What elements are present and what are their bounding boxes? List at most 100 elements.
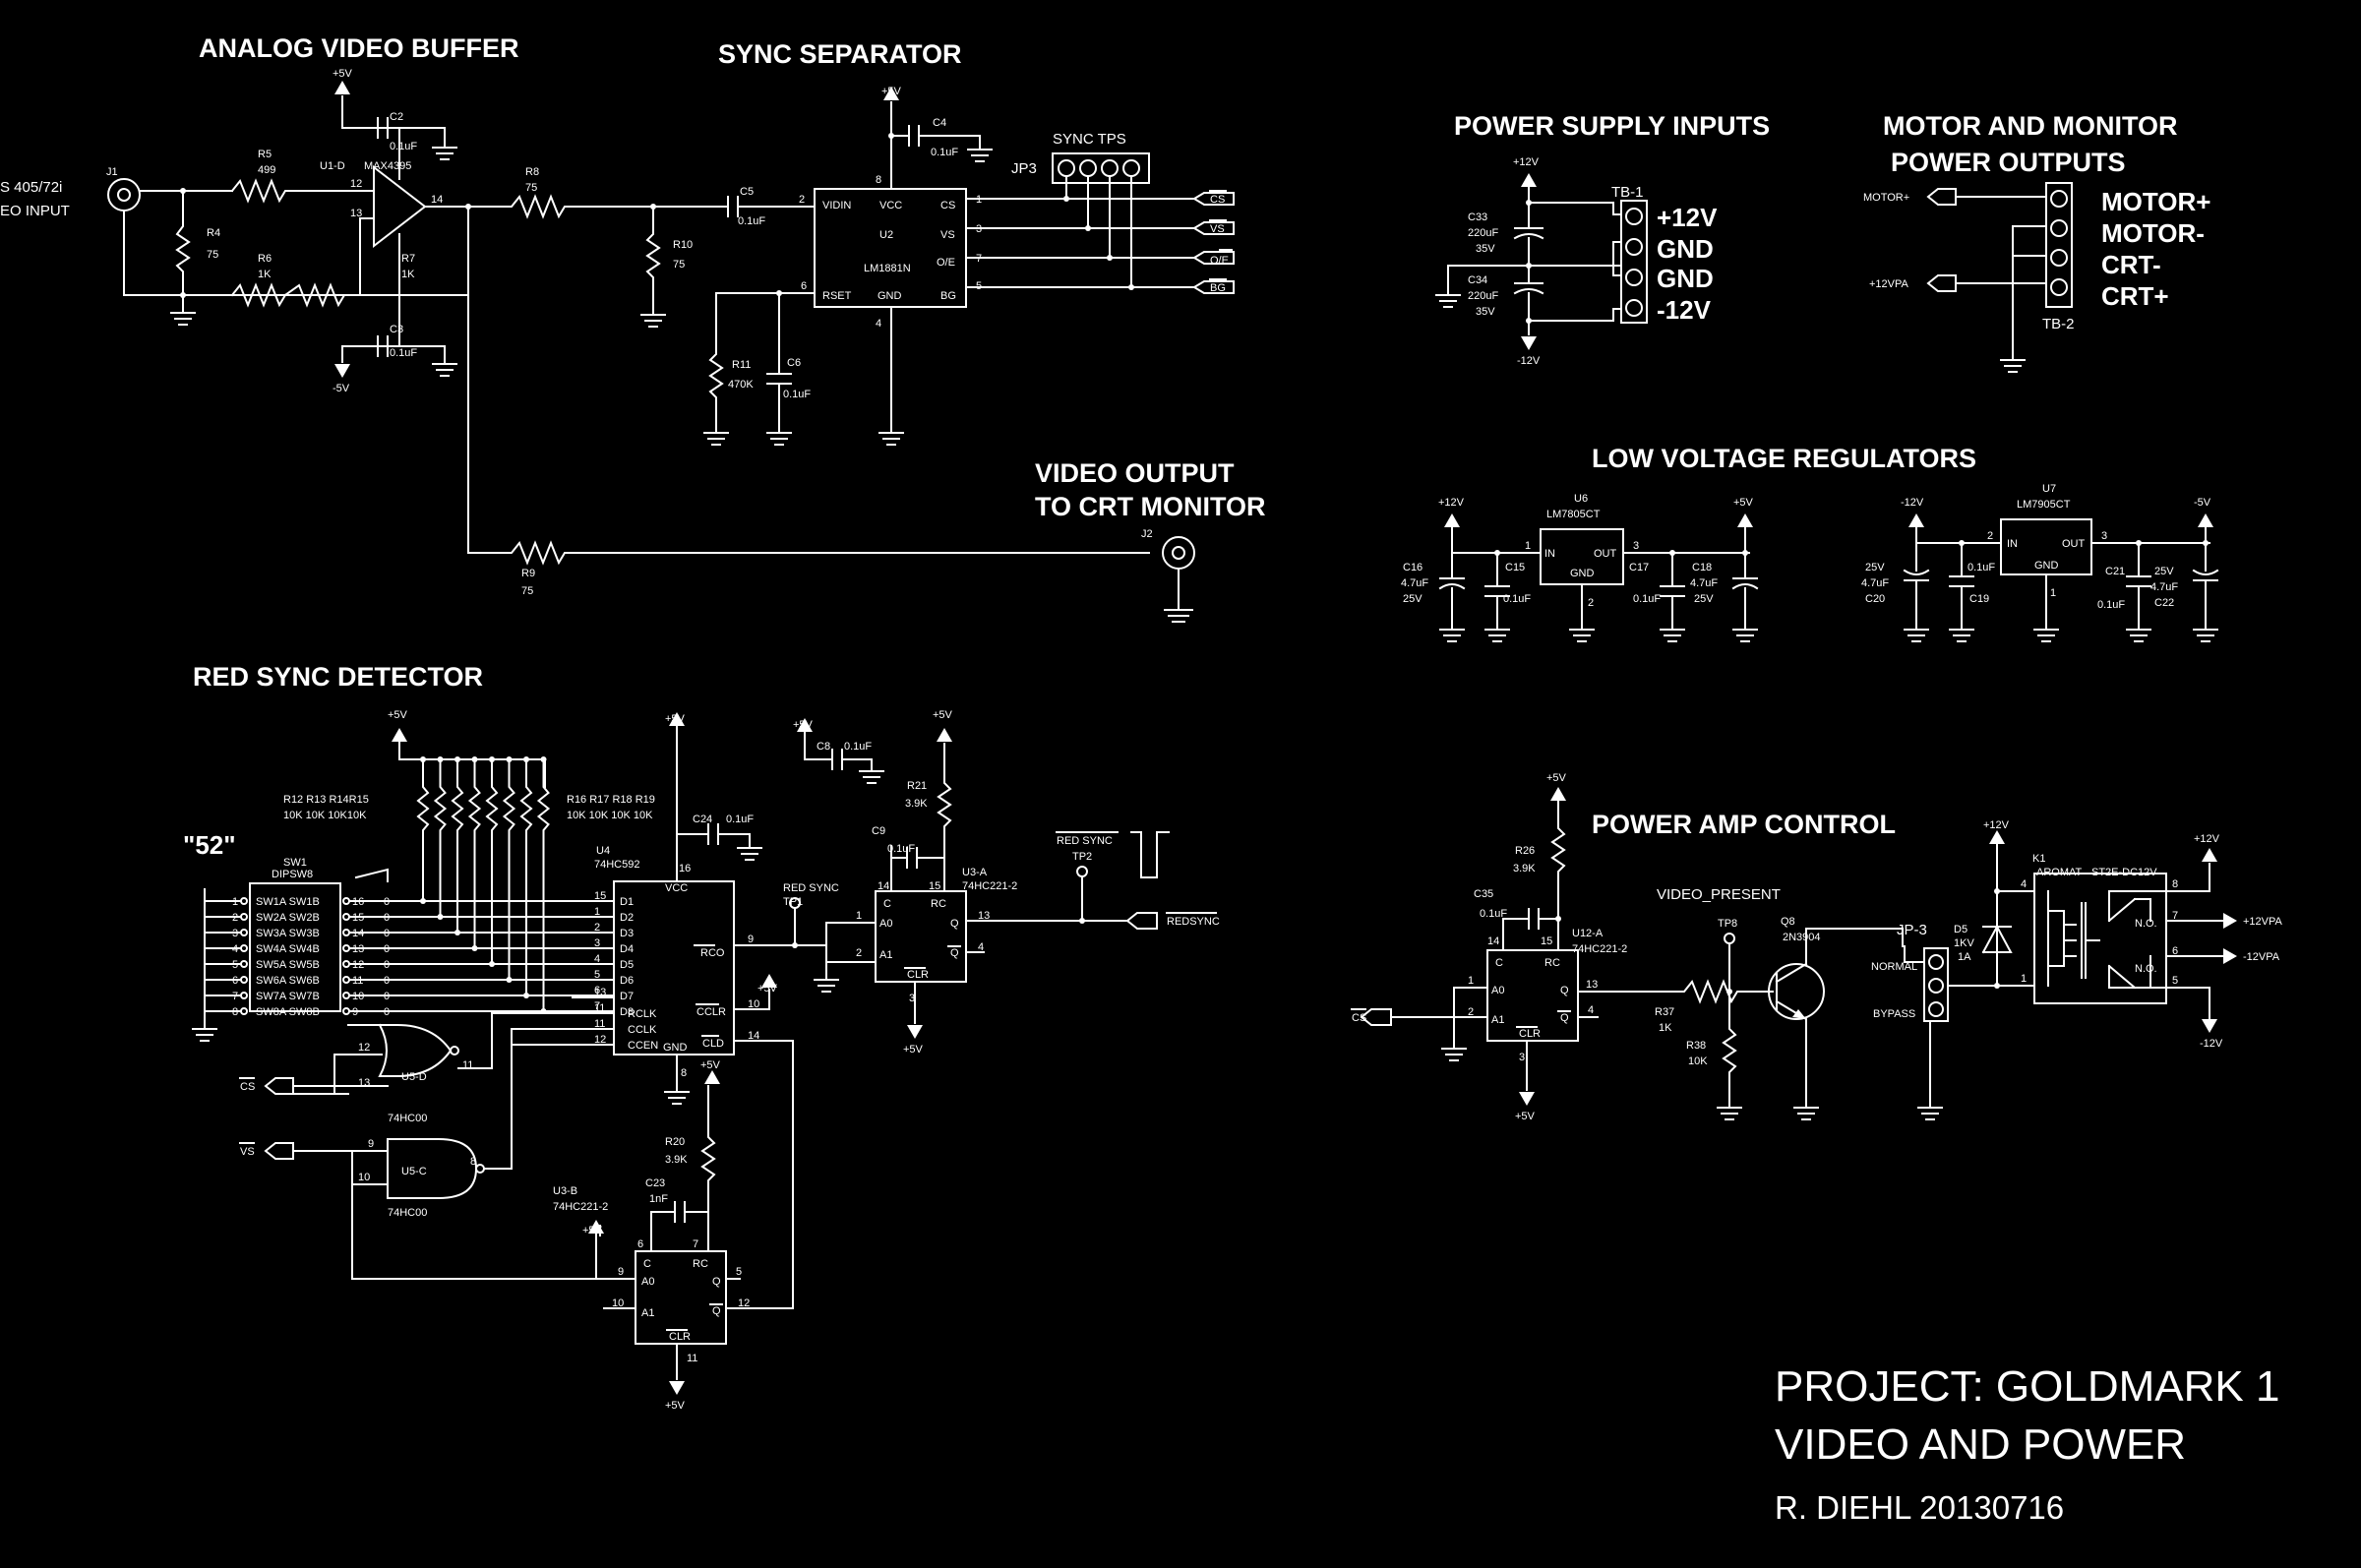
reg-m12-label: -12V [1901, 497, 1924, 509]
c23-label: C23 [645, 1177, 665, 1189]
k1-pin6: 6 [2172, 945, 2178, 957]
u3b-pin7: 7 [693, 1238, 698, 1250]
u4-d-pin: D2 [620, 912, 634, 924]
k1-vpa-p: +12VPA [2243, 916, 2283, 928]
video-input-label-2: EO INPUT [0, 203, 70, 219]
u5d-label: U5-D [401, 1071, 427, 1083]
u4-d-pin: D6 [620, 975, 634, 987]
dip-quote-52: "52" [183, 830, 236, 860]
j1-label: J1 [106, 166, 118, 178]
out-oe: O/E [1210, 255, 1229, 267]
u12-pin3: 3 [1519, 1052, 1525, 1063]
sync-tps-label: SYNC TPS [1053, 131, 1126, 148]
u12-qb: Q [1560, 1012, 1569, 1024]
u12-q: Q [1560, 985, 1569, 996]
r8-label: R8 [525, 166, 539, 178]
u4-d-pin: D7 [620, 991, 634, 1002]
sw1-label: SW1 [283, 857, 307, 869]
u7-out: OUT [2062, 538, 2086, 550]
c34-value: 220uF [1468, 290, 1498, 302]
u1-neg-supply: -5V [333, 383, 350, 394]
r20-label: R20 [665, 1136, 685, 1148]
tb1-block [1620, 200, 1648, 324]
tb2-pin4: CRT+ [2101, 281, 2169, 311]
u4-d-pin-num: 2 [594, 922, 600, 934]
c15-value: 0.1uF [1503, 593, 1531, 605]
u7-pin1: 1 [2050, 587, 2056, 599]
c24-label: C24 [693, 814, 712, 825]
c5-label: C5 [740, 186, 754, 198]
u3a-pin4: 4 [978, 941, 984, 953]
u5c-pin10: 10 [358, 1172, 370, 1183]
tb2-block [2045, 182, 2073, 308]
u4-part: 74HC592 [594, 859, 639, 871]
dip-zero-label: 0 [384, 943, 390, 955]
c24-value: 0.1uF [726, 814, 754, 825]
pac-p12-1: +12V [1983, 819, 2010, 831]
jp3-bypass: BYPASS [1873, 1008, 1915, 1020]
power-amp-control: +5V R26 3.9K C35 0.1uF U12-A 74HC221-2 C… [1351, 772, 2283, 1122]
u1-opamp [373, 164, 427, 249]
u3b-pin12: 12 [738, 1297, 750, 1309]
dip-row-label: SW1A SW1B [256, 896, 320, 908]
dip-zero-label: 0 [384, 975, 390, 987]
project-title: PROJECT: GOLDMARK 1 [1775, 1362, 2279, 1411]
u4-ccen: CCEN [628, 1040, 658, 1052]
c19-value: 0.1uF [1968, 562, 1995, 573]
r6-value: 1K [258, 269, 272, 280]
dip-row-label: SW5A SW5B [256, 959, 320, 971]
c16-volt: 25V [1403, 593, 1423, 605]
u4-rco: RCO [700, 947, 725, 959]
u3b-c: C [643, 1258, 651, 1270]
c16-label: C16 [1403, 562, 1423, 573]
u5c-label: U5-C [401, 1166, 427, 1177]
u3a-a1: A1 [879, 949, 892, 961]
q8-part: 2N3904 [1783, 932, 1821, 943]
dip-row-label: SW8A SW8B [256, 1006, 320, 1018]
u2-oe: O/E [937, 257, 955, 269]
power-supply-inputs: +12V C33 220uF 35V C34 220uF 35V -12V TB… [1435, 156, 1718, 367]
u4-pin14: 14 [748, 1030, 759, 1042]
r11-value: 470K [728, 379, 754, 391]
dip-row-label: SW6A SW6B [256, 975, 320, 987]
u2-gnd: GND [878, 290, 902, 302]
u3b-pin6: 6 [637, 1238, 643, 1250]
heading-motor-monitor-1: MOTOR AND MONITOR [1883, 111, 2178, 141]
k1-no-2: N.O. [2135, 963, 2157, 975]
u3b-chip [635, 1250, 727, 1345]
pac-cs-input: CS [1352, 1012, 1366, 1024]
pullup-resistor [536, 758, 551, 1012]
u4-pin16: 16 [679, 863, 691, 874]
d5-val1: 1KV [1954, 937, 1974, 949]
k1-vpa-m: -12VPA [2243, 951, 2280, 963]
rsd-p5v-1: +5V [388, 709, 408, 721]
u6-pin1: 1 [1525, 540, 1531, 552]
redsync-output: REDSYNC [1167, 916, 1220, 928]
r21-value: 3.9K [905, 798, 928, 810]
u7-label: U7 [2042, 483, 2056, 495]
u4-cld: CLD [702, 1038, 724, 1050]
u4-d-pin: D1 [620, 896, 634, 908]
tb2-pin2: MOTOR- [2101, 218, 2205, 248]
pullup-resistor [416, 758, 430, 902]
r20-p5v: +5V [700, 1059, 721, 1071]
c8-p5v: +5V [793, 719, 814, 731]
u3a-pin3: 3 [909, 993, 915, 1004]
tb2-pin1: MOTOR+ [2101, 187, 2210, 216]
u2-vcc: VCC [879, 200, 902, 211]
c17-value: 0.1uF [1633, 593, 1661, 605]
u1-pos-supply: +5V [333, 68, 353, 80]
u3a-pin13: 13 [978, 910, 990, 922]
heading-video-output-2: TO CRT MONITOR [1035, 492, 1266, 521]
pullup-resistor [502, 758, 516, 981]
c22-volt: 25V [2154, 566, 2174, 577]
r6-label: R6 [258, 253, 272, 265]
u2-pin2: 2 [799, 194, 805, 206]
reg-m5-label: -5V [2194, 497, 2211, 509]
u5d-pin11: 11 [462, 1059, 473, 1071]
u4-d-pin: D4 [620, 943, 634, 955]
pullup-resistor [467, 758, 482, 949]
u5c-pin8: 8 [470, 1156, 476, 1168]
u2-bg: BG [940, 290, 956, 302]
